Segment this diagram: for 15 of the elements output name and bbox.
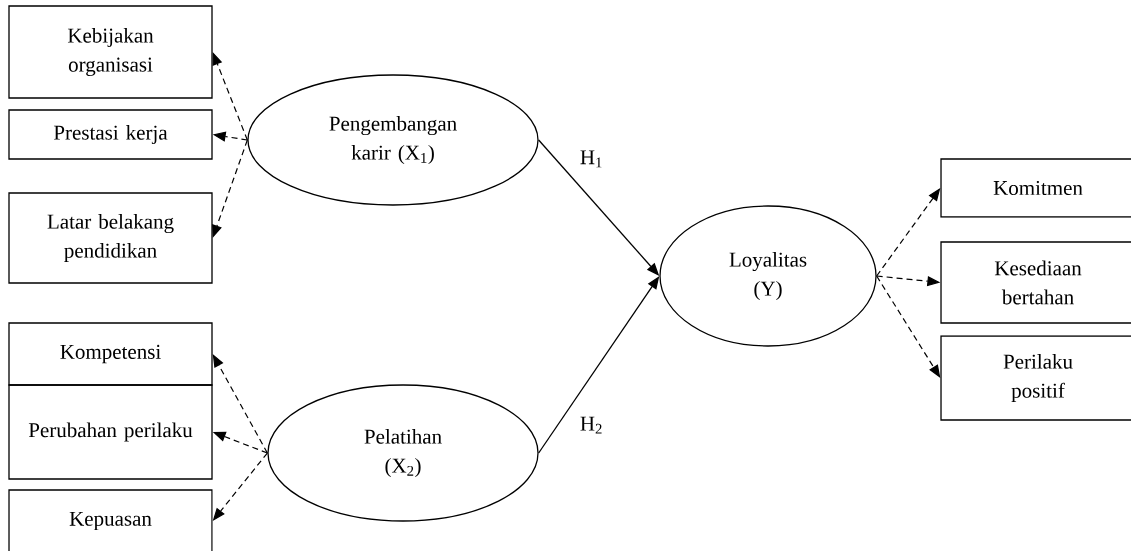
edge-label: H$_{1}$ xyxy=(577,148,605,170)
indicator-box: Latar belakang pendidikan xyxy=(8,192,213,284)
indicator-box: Prestasi kerja xyxy=(8,109,213,160)
arrow xyxy=(212,139,248,238)
edge-label: H$_{2}$ xyxy=(577,414,605,436)
indicator-box: Perilaku positif xyxy=(940,335,1131,421)
indicator-box: Kebijakan organisasi xyxy=(8,5,213,99)
indicator-box: Kepuasan xyxy=(8,489,213,551)
arrow xyxy=(212,52,248,141)
indicator-box: Komitmen xyxy=(940,158,1131,218)
indicator-box: Perubahan perilaku xyxy=(8,384,213,480)
arrow xyxy=(876,275,941,378)
indicator-box: Kesediaan bertahan xyxy=(940,241,1131,324)
indicator-box: Kompetensi xyxy=(8,322,213,386)
arrow xyxy=(212,354,268,454)
